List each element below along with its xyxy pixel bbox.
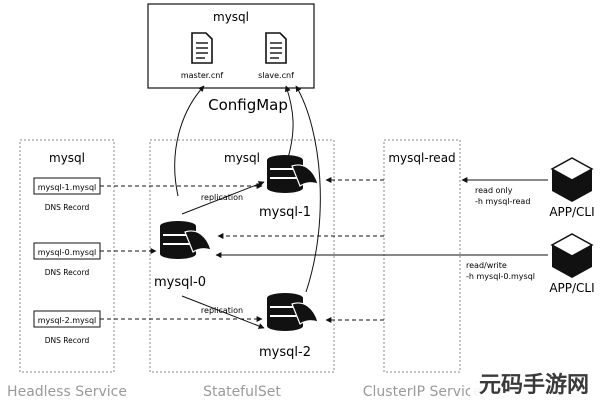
file-label: slave.cnf: [258, 71, 294, 80]
mysql-database-icon: [267, 293, 319, 331]
config-mount-line: [174, 85, 205, 197]
client-note: -h mysql-0.mysql: [466, 272, 535, 281]
dns-record-label: DNS Record: [45, 268, 90, 277]
replication-label: replication: [201, 193, 243, 202]
watermark: 元码手游网: [470, 368, 598, 400]
configmap-label: ConfigMap: [208, 96, 288, 114]
configmap-box: mysql master.cnf slave.cnf: [147, 3, 315, 89]
dns-record-name: mysql-1.mysql: [38, 183, 97, 192]
mysql-database-icon: [267, 155, 319, 193]
pod-label: mysql-0: [154, 275, 206, 290]
file-icon: [265, 32, 287, 64]
watermark-text: 元码手游网: [479, 372, 589, 398]
configmap-title: mysql: [213, 10, 249, 24]
clusterip-service-caption: ClusterIP Service: [363, 384, 481, 400]
dns-record-label: DNS Record: [45, 336, 90, 345]
replication-arrow: [181, 295, 265, 329]
client-note: -h mysql-read: [475, 197, 530, 206]
cube-icon: [550, 233, 594, 278]
clusterip-service-title: mysql-read: [388, 151, 455, 165]
client-note: read/write: [466, 261, 507, 270]
client-label: APP/CLI: [549, 205, 594, 219]
client-note: read only: [475, 186, 513, 195]
cube-icon: [550, 157, 594, 202]
dns-record-name: mysql-2.mysql: [38, 316, 97, 325]
mysql-database-icon: [160, 221, 212, 259]
pod-label: mysql-1: [259, 205, 311, 220]
file-icon: [191, 32, 213, 64]
headless-service-caption: Headless Service: [7, 384, 127, 400]
dns-record-label: DNS Record: [45, 203, 90, 212]
statefulset-title: mysql: [224, 151, 260, 165]
config-mount-line: [284, 85, 294, 159]
headless-service-box: mysql mysql-1.mysql DNS Record mysql-0.m…: [19, 139, 115, 373]
statefulset-box: mysql: [149, 139, 335, 373]
headless-service-title: mysql: [49, 151, 85, 165]
clusterip-service-box: mysql-read: [383, 139, 461, 373]
replication-label: replication: [201, 306, 243, 315]
statefulset-caption: StatefulSet: [203, 384, 281, 400]
dns-record-name: mysql-0.mysql: [38, 248, 97, 257]
file-label: master.cnf: [181, 71, 223, 80]
config-mount-line: [295, 85, 321, 293]
replication-arrow: [181, 181, 265, 215]
client-label: APP/CLI: [549, 281, 594, 295]
pod-label: mysql-2: [259, 345, 311, 360]
